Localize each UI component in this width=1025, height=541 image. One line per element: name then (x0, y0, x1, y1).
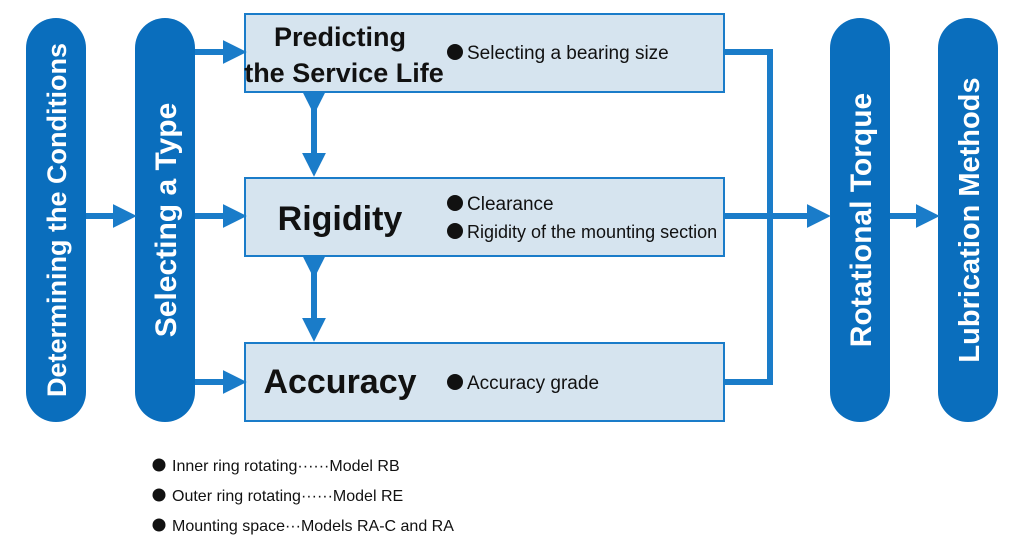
bullet-text: Rigidity of the mounting section (467, 222, 717, 242)
pill-shape (135, 18, 195, 422)
pill-selecting-type: Selecting a Type (135, 18, 195, 422)
bullet-dot (447, 195, 463, 211)
note-bullet (152, 488, 166, 502)
pill-label: Lubrication Methods (954, 77, 986, 362)
bullet-dot (447, 44, 463, 60)
pill-label: Rotational Torque (845, 93, 878, 347)
box-title: Accuracy (263, 363, 416, 401)
pill-label: Selecting a Type (150, 103, 183, 338)
pill-shape (938, 18, 998, 422)
box-service-life: Predicting the Service Life Selecting a … (244, 13, 725, 93)
bullet-dot (447, 374, 463, 390)
pill-shape (26, 18, 86, 422)
note-bullet (152, 518, 166, 532)
bullet-text: Selecting a bearing size (467, 43, 669, 64)
pill-rotational-torque: Rotational Torque (830, 18, 890, 422)
box-accuracy: Accuracy Accuracy grade (244, 342, 725, 422)
notes-list: Inner ring rotating······Model RB Outer … (152, 458, 454, 535)
pill-label: Determining the Conditions (42, 43, 72, 397)
box-shape (244, 342, 725, 422)
box-title-line1: Predicting (274, 22, 406, 52)
note-item: Mounting space···Models RA-C and RA (172, 518, 454, 535)
pill-determining-conditions: Determining the Conditions (26, 18, 86, 422)
box-shape (244, 177, 725, 257)
bullet-text: Accuracy grade (467, 373, 599, 394)
box-title-line2: the Service Life (244, 58, 444, 88)
pill-lubrication-methods: Lubrication Methods (938, 18, 998, 422)
note-bullet (152, 458, 166, 472)
note-item: Outer ring rotating······Model RE (172, 488, 403, 505)
note-item: Inner ring rotating······Model RB (172, 458, 400, 475)
bullet-dot (447, 223, 463, 239)
bullet-text: Clearance (467, 194, 554, 215)
box-title: Rigidity (278, 200, 403, 238)
pill-shape (830, 18, 890, 422)
box-rigidity: Rigidity Clearance Rigidity of the mount… (244, 177, 725, 257)
